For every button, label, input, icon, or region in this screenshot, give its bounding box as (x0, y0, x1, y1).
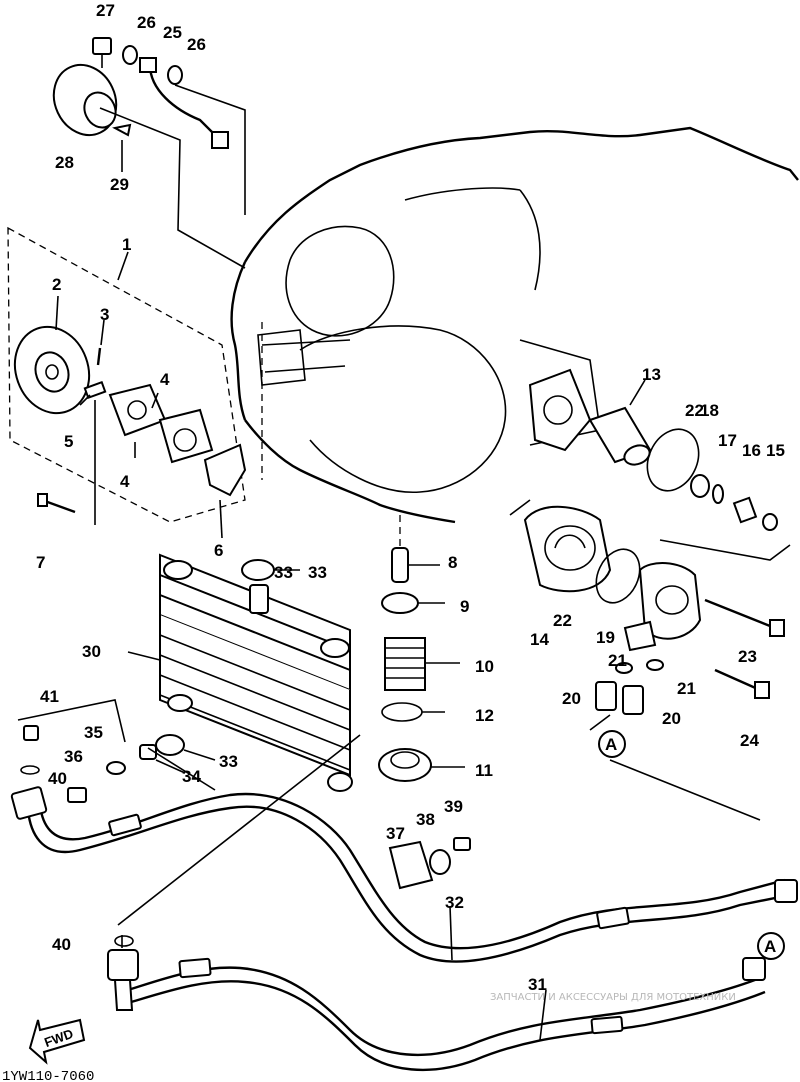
part-number-label: 36 (64, 747, 83, 766)
part-number-label: 25 (163, 23, 182, 42)
part-number-label: 31 (528, 975, 547, 994)
washer-a (122, 45, 138, 65)
washer-40 (114, 734, 361, 947)
long-bolts (704, 598, 785, 699)
part-number-label: 41 (40, 687, 59, 706)
filter-gasket (528, 368, 592, 452)
part-number-label: 33 (274, 563, 293, 582)
part-number-label: 37 (386, 824, 405, 843)
part-number-label: 20 (562, 689, 581, 708)
oil-hose-upper (10, 786, 798, 963)
part-number-label: 40 (48, 769, 67, 788)
pump-shaft (79, 380, 107, 406)
hose-clamp (388, 837, 471, 890)
part-number-label: 7 (36, 553, 45, 572)
small-parts-frame (17, 699, 126, 743)
part-number-label: 39 (444, 797, 463, 816)
part-number-label: 8 (448, 553, 457, 572)
part-number-label: 3 (100, 305, 109, 324)
o-ring-small (595, 548, 641, 604)
part-number-label: 6 (214, 541, 223, 560)
pump-rotor-housing (108, 383, 214, 464)
filter-group-frame (509, 499, 791, 821)
part-number-label: 38 (416, 810, 435, 829)
filter-small-parts (690, 474, 778, 531)
ref-marker-a1 (598, 730, 626, 758)
part-number-label: 22 (685, 401, 704, 420)
ref-marker-a2-label: A (764, 937, 776, 956)
part-number-label: 26 (187, 35, 206, 54)
part-number-label: 12 (475, 706, 494, 725)
part-number-label: 29 (110, 175, 129, 194)
part-number-label: 34 (182, 767, 201, 786)
o-ring-large (646, 428, 700, 492)
part-number-label: 24 (740, 731, 759, 750)
pump-pin (96, 319, 105, 366)
relief-valve-stack (378, 515, 465, 782)
watermark-caption: ЗАПЧАСТИ И АКСЕССУАРЫ ДЛЯ МОТОТЕХНИКИ (490, 992, 736, 1003)
part-number-label: 4 (160, 370, 170, 389)
oil-pump-group-frame (7, 226, 246, 523)
fwd-arrow (28, 1018, 86, 1065)
part-number-label: 35 (84, 723, 103, 742)
cover-bolt (92, 37, 112, 68)
pump-gear (13, 295, 91, 415)
part-number-label: 17 (718, 431, 737, 450)
ref-marker-a2 (757, 932, 785, 960)
oil-hose-lower (107, 935, 766, 1072)
part-number-label: 1 (122, 235, 131, 254)
ref-marker-a1-label: A (605, 735, 617, 754)
part-number-label: 33 (308, 563, 327, 582)
part-number-label: 23 (738, 647, 757, 666)
oil-pipe (139, 57, 229, 149)
hose-unions (595, 659, 664, 715)
part-number-label: 10 (475, 657, 494, 676)
part-number-label: 5 (64, 432, 73, 451)
part-number-label: 26 (137, 13, 156, 32)
drawing-code: 1YW110-7060 (2, 1069, 94, 1082)
oil-filter (588, 379, 652, 466)
cover-pin (112, 123, 132, 172)
part-number-label: 15 (766, 441, 785, 460)
outlet-cover (623, 562, 702, 652)
part-number-label: 16 (742, 441, 761, 460)
part-number-label: 2 (52, 275, 61, 294)
part-number-label: 18 (700, 401, 719, 420)
part-number-label: 13 (642, 365, 661, 384)
part-number-label: 9 (460, 597, 469, 616)
part-number-label: 11 (475, 761, 493, 780)
part-number-label: 40 (52, 935, 71, 954)
part-number-label: 28 (55, 153, 74, 172)
part-number-label: 22 (553, 611, 572, 630)
long-bolt (37, 400, 96, 525)
part-number-label: 4 (120, 472, 130, 491)
part-number-label: 19 (596, 628, 615, 647)
cover-plate (52, 63, 246, 269)
part-number-label: 33 (219, 752, 238, 771)
part-number-label: 27 (96, 1, 115, 20)
pump-gasket (203, 443, 247, 539)
part-number-label: 20 (662, 709, 681, 728)
part-number-label: 32 (445, 893, 464, 912)
cooler-grommets (20, 559, 300, 803)
part-number-label: 14 (530, 630, 549, 649)
oil-cooler (127, 553, 353, 792)
crankcase-cover (230, 126, 799, 524)
part-number-label: 21 (608, 651, 627, 670)
filter-cover (523, 505, 612, 593)
part-number-label: 30 (82, 642, 101, 661)
part-number-label: 21 (677, 679, 696, 698)
washer-b (167, 65, 246, 215)
